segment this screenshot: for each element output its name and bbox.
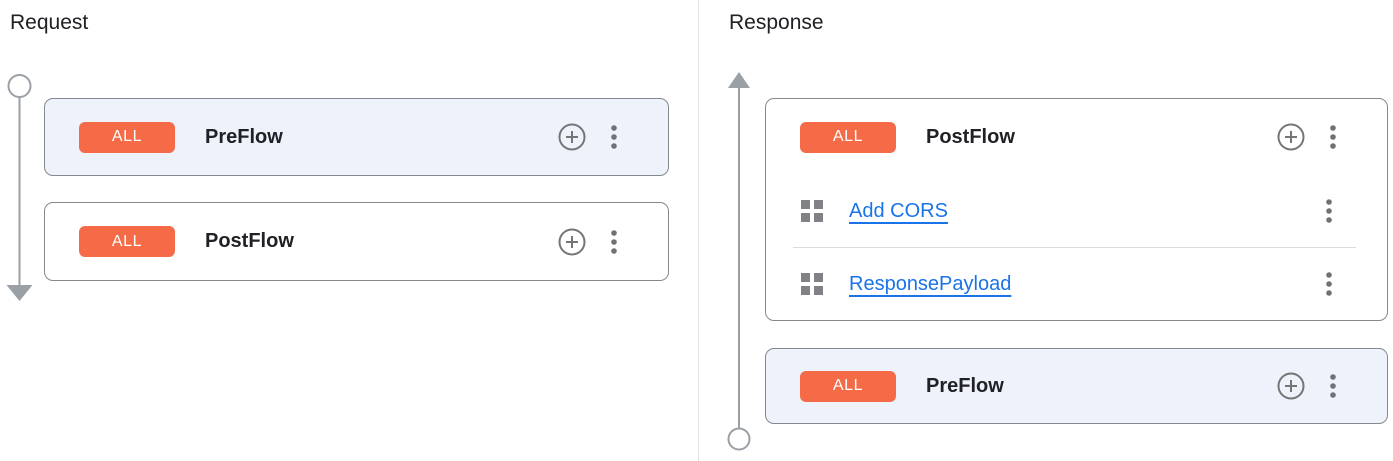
flow-name: PostFlow	[205, 230, 294, 252]
flow-card-response-postflow[interactable]: ALL PostFlow	[765, 98, 1388, 321]
flow-actions	[1277, 372, 1341, 400]
add-circle-outline-icon	[1277, 123, 1305, 151]
policy-row-responsepayload: ResponsePayload	[766, 248, 1387, 320]
flow-more-options-button[interactable]	[1325, 123, 1341, 151]
policy-link-add-cors[interactable]: Add CORS	[849, 199, 948, 222]
add-policy-button[interactable]	[558, 228, 586, 256]
add-policy-button[interactable]	[558, 123, 586, 151]
policy-link-responsepayload[interactable]: ResponsePayload	[849, 272, 1012, 295]
add-circle-outline-icon	[558, 228, 586, 255]
flow-header: ALL PreFlow	[766, 349, 1387, 423]
response-panel-title: Response	[729, 11, 824, 34]
flow-card-request-preflow[interactable]: ALL PreFlow	[44, 98, 669, 176]
panel-divider	[698, 0, 699, 461]
policy-row-add-cors: Add CORS	[766, 175, 1387, 247]
drag-grid-icon	[801, 200, 823, 222]
three-dot-menu-icon	[1326, 199, 1332, 223]
three-dot-menu-icon	[611, 125, 617, 149]
request-panel-title: Request	[10, 11, 89, 34]
condition-badge: ALL	[79, 121, 175, 153]
flow-name: PreFlow	[926, 374, 1004, 397]
flow-actions	[558, 123, 622, 151]
flow-card-response-preflow[interactable]: ALL PreFlow	[765, 348, 1388, 424]
three-dot-menu-icon	[1326, 272, 1332, 296]
three-dot-menu-icon	[611, 229, 617, 254]
flow-name: PreFlow	[205, 125, 283, 148]
add-circle-outline-icon	[1277, 372, 1305, 400]
three-dot-menu-icon	[1330, 374, 1336, 398]
flow-more-options-button[interactable]	[1325, 372, 1341, 400]
condition-badge: ALL	[79, 226, 175, 257]
flow-card-request-postflow[interactable]: ALL PostFlow	[44, 202, 669, 281]
request-flow-direction-arrow	[6, 74, 33, 301]
flow-header: ALL PreFlow	[45, 99, 668, 175]
flow-actions	[1277, 123, 1341, 151]
response-flow-direction-arrow	[727, 72, 751, 451]
flow-more-options-button[interactable]	[606, 123, 622, 151]
flow-actions	[558, 228, 622, 256]
add-policy-button[interactable]	[1277, 372, 1305, 400]
add-circle-outline-icon	[558, 123, 586, 151]
condition-badge: ALL	[800, 370, 896, 402]
policy-more-options-button[interactable]	[1321, 197, 1337, 225]
flow-header: ALL PostFlow	[766, 99, 1387, 175]
flow-header: ALL PostFlow	[45, 203, 668, 280]
policy-more-options-button[interactable]	[1321, 270, 1337, 298]
flow-more-options-button[interactable]	[606, 228, 622, 256]
add-policy-button[interactable]	[1277, 123, 1305, 151]
drag-grid-icon	[801, 273, 823, 295]
flow-name: PostFlow	[926, 125, 1015, 148]
condition-badge: ALL	[800, 121, 896, 153]
policy-row-divider	[793, 247, 1356, 248]
three-dot-menu-icon	[1330, 125, 1336, 149]
